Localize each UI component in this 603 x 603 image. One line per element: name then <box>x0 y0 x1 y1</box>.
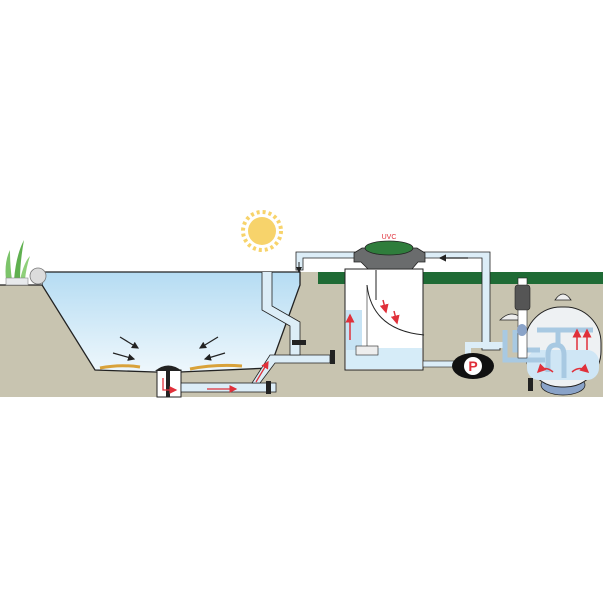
uvc-unit: UVC <box>353 234 426 270</box>
valve-icon <box>292 340 306 345</box>
sediment <box>189 363 243 371</box>
uvc-label: UVC <box>382 234 397 241</box>
settlement-chamber <box>344 268 425 371</box>
plant-icon <box>5 240 30 286</box>
rock <box>29 267 47 285</box>
pump-label: P <box>468 358 477 374</box>
skimmer-pipe <box>261 272 301 356</box>
valve-icon <box>266 381 271 394</box>
flow-arrows <box>112 336 226 361</box>
valve-icon <box>330 350 335 364</box>
pump: P <box>452 353 494 379</box>
sediment <box>99 364 141 370</box>
multiport-valve <box>499 277 545 363</box>
sun-icon <box>241 210 283 252</box>
bottom-drain <box>155 365 277 398</box>
